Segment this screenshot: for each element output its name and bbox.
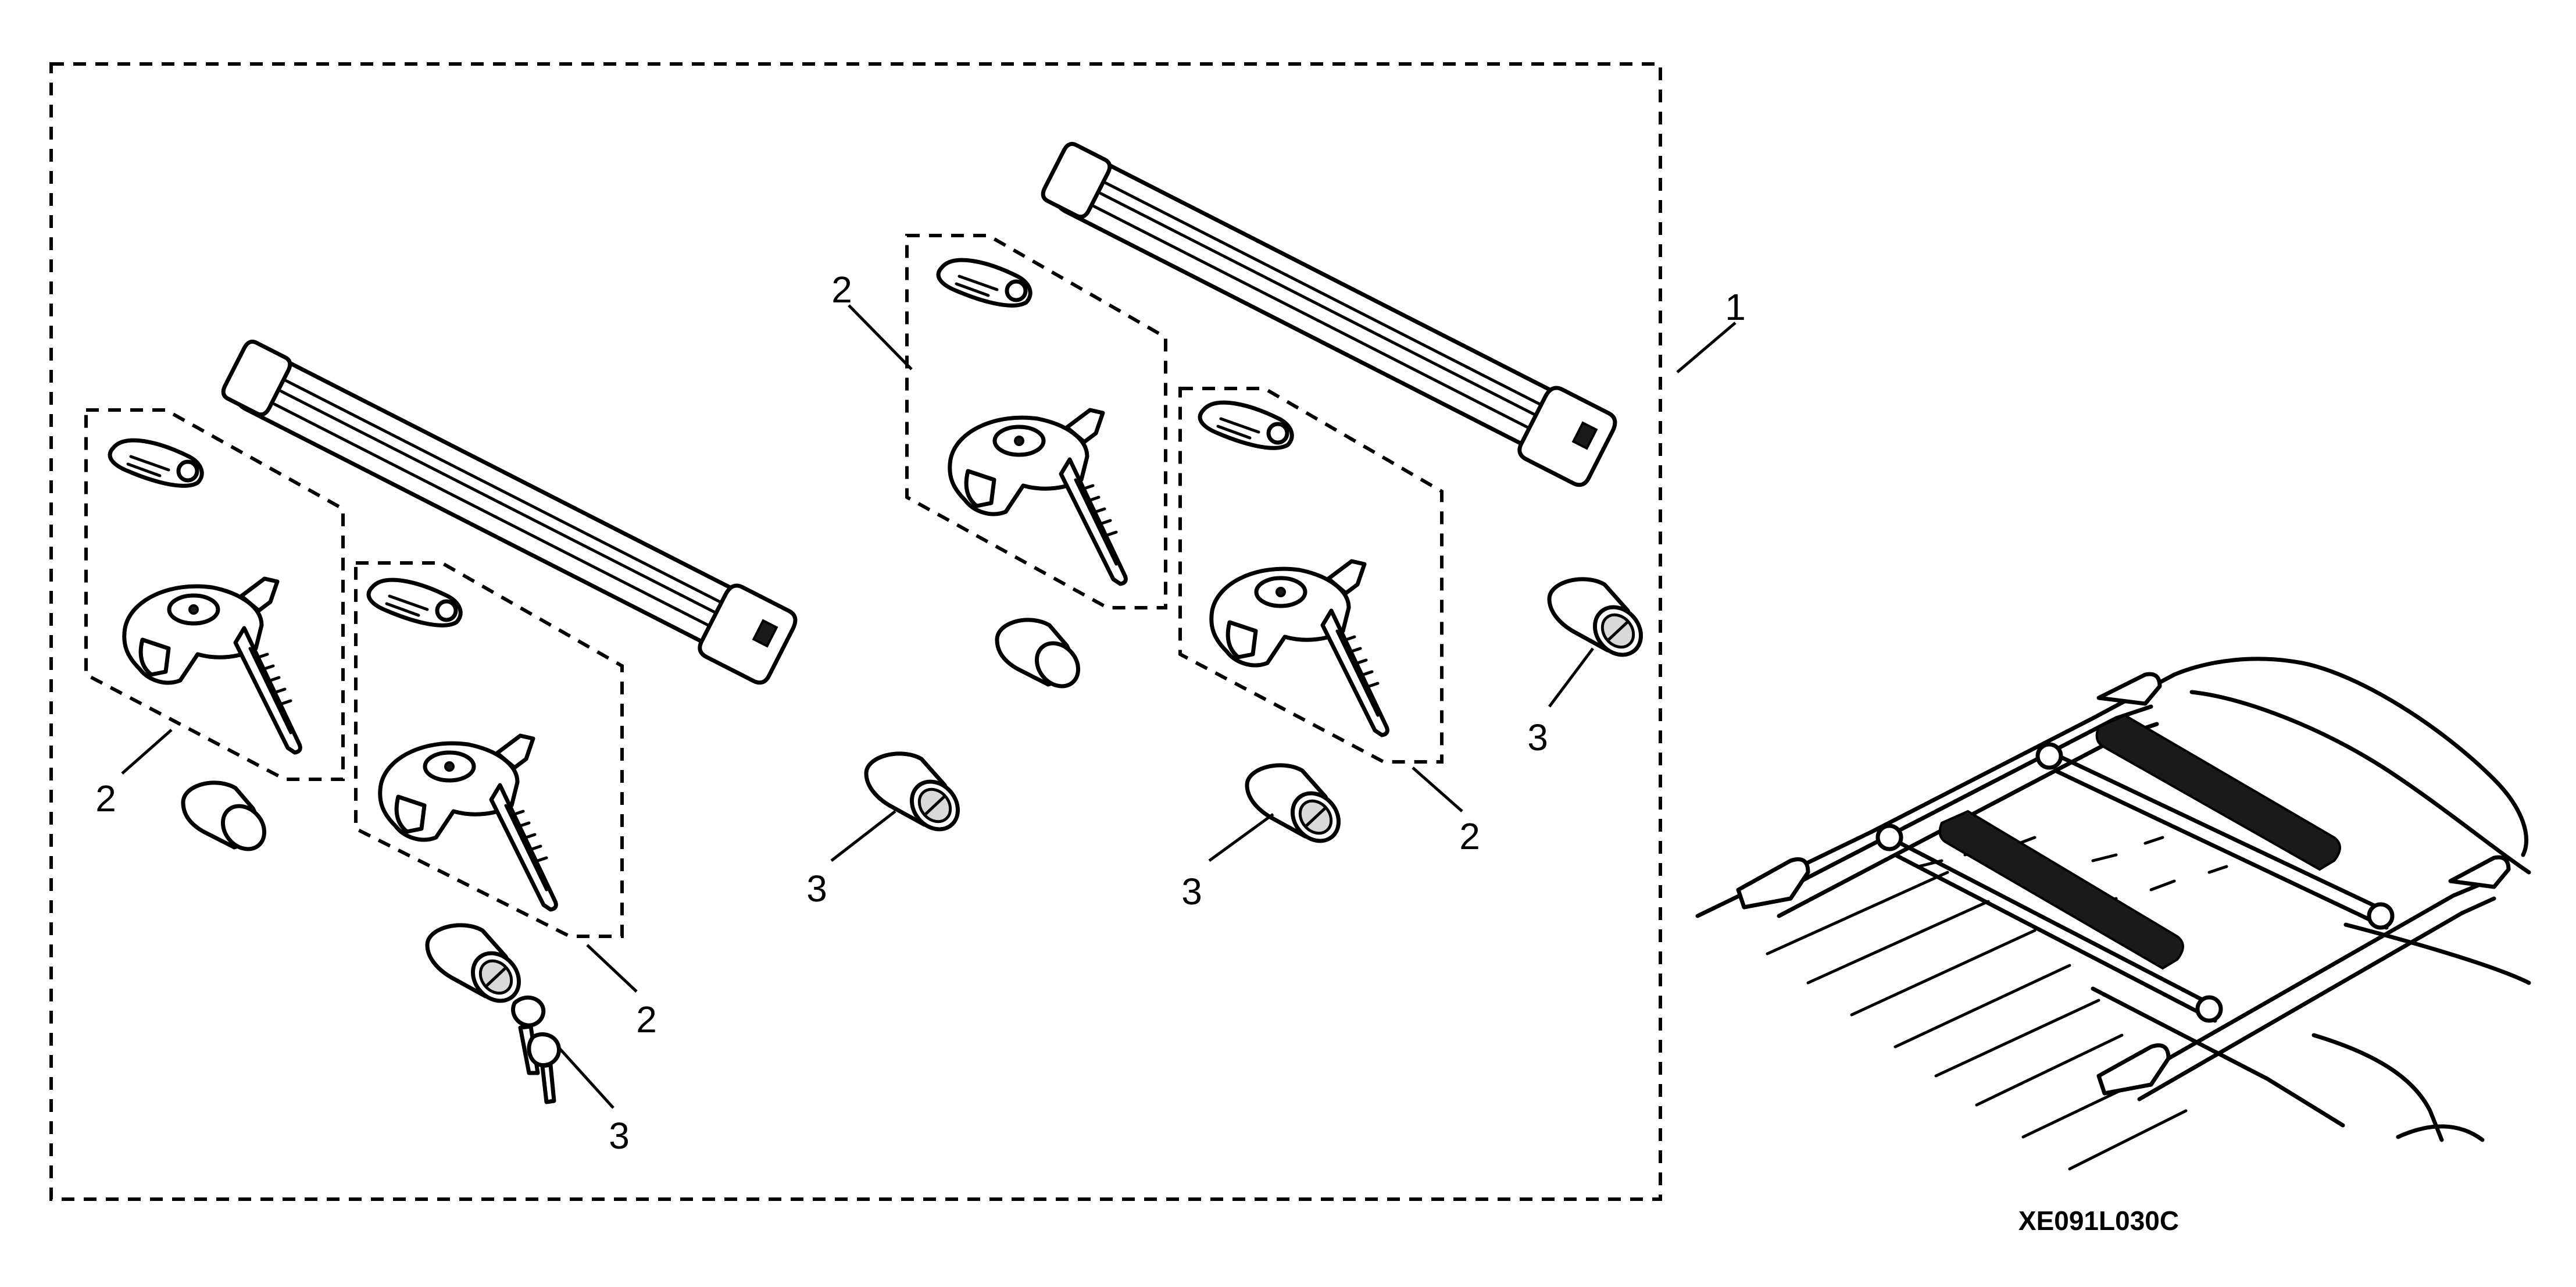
carrier-bar-left [215,336,799,686]
leader-line [1208,812,1274,862]
end-cap [183,783,273,857]
callout-bracket-set: 2 [831,269,852,311]
carrier-pad [2095,714,2341,871]
bracket-clamp [950,410,1126,584]
strap-piece [938,260,1030,305]
callout-bracket-set: 2 [636,999,657,1040]
callout-bracket-set: 2 [1459,815,1480,857]
strap-piece [1200,402,1292,448]
figure-code: XE091L030C [2018,1206,2179,1236]
bracket-set-boundary-3 [905,234,1167,609]
end-cap [997,620,1087,694]
bracket-set-boundary-1 [84,408,345,781]
lock-cylinder [1247,765,1348,850]
callout-bracket-set: 2 [95,778,116,819]
lock-cylinder [1549,579,1650,664]
leader-line [848,304,913,370]
bracket-set-boundary-2 [354,561,624,938]
kit-boundary [49,62,1662,1201]
bracket-clamp [1212,561,1388,735]
callout-lock-cylinder: 3 [1181,871,1202,912]
strap-piece [110,440,202,486]
leader-line [121,729,173,775]
carrier-bar-right [1034,138,1619,489]
leader-line [1676,322,1737,373]
leader-line [557,1046,614,1109]
carrier-pad [1938,810,2184,970]
leader-line [1412,767,1463,812]
lock-cylinder [866,754,967,839]
callout-lock-cylinder: 3 [1527,716,1548,758]
callout-lock-cylinder: 3 [806,868,827,910]
leader-line [830,810,896,862]
strap-piece [369,580,460,625]
vehicle-roof-illustration [1695,657,2531,1171]
lock-cylinder-with-key [427,925,562,1104]
leader-line [1548,647,1594,708]
bracket-set-boundary-4 [1178,387,1444,764]
callout-kit: 1 [1725,286,1746,328]
leader-line [586,944,638,993]
callout-lock-cylinder: 3 [609,1115,630,1157]
bracket-clamp [124,579,301,753]
